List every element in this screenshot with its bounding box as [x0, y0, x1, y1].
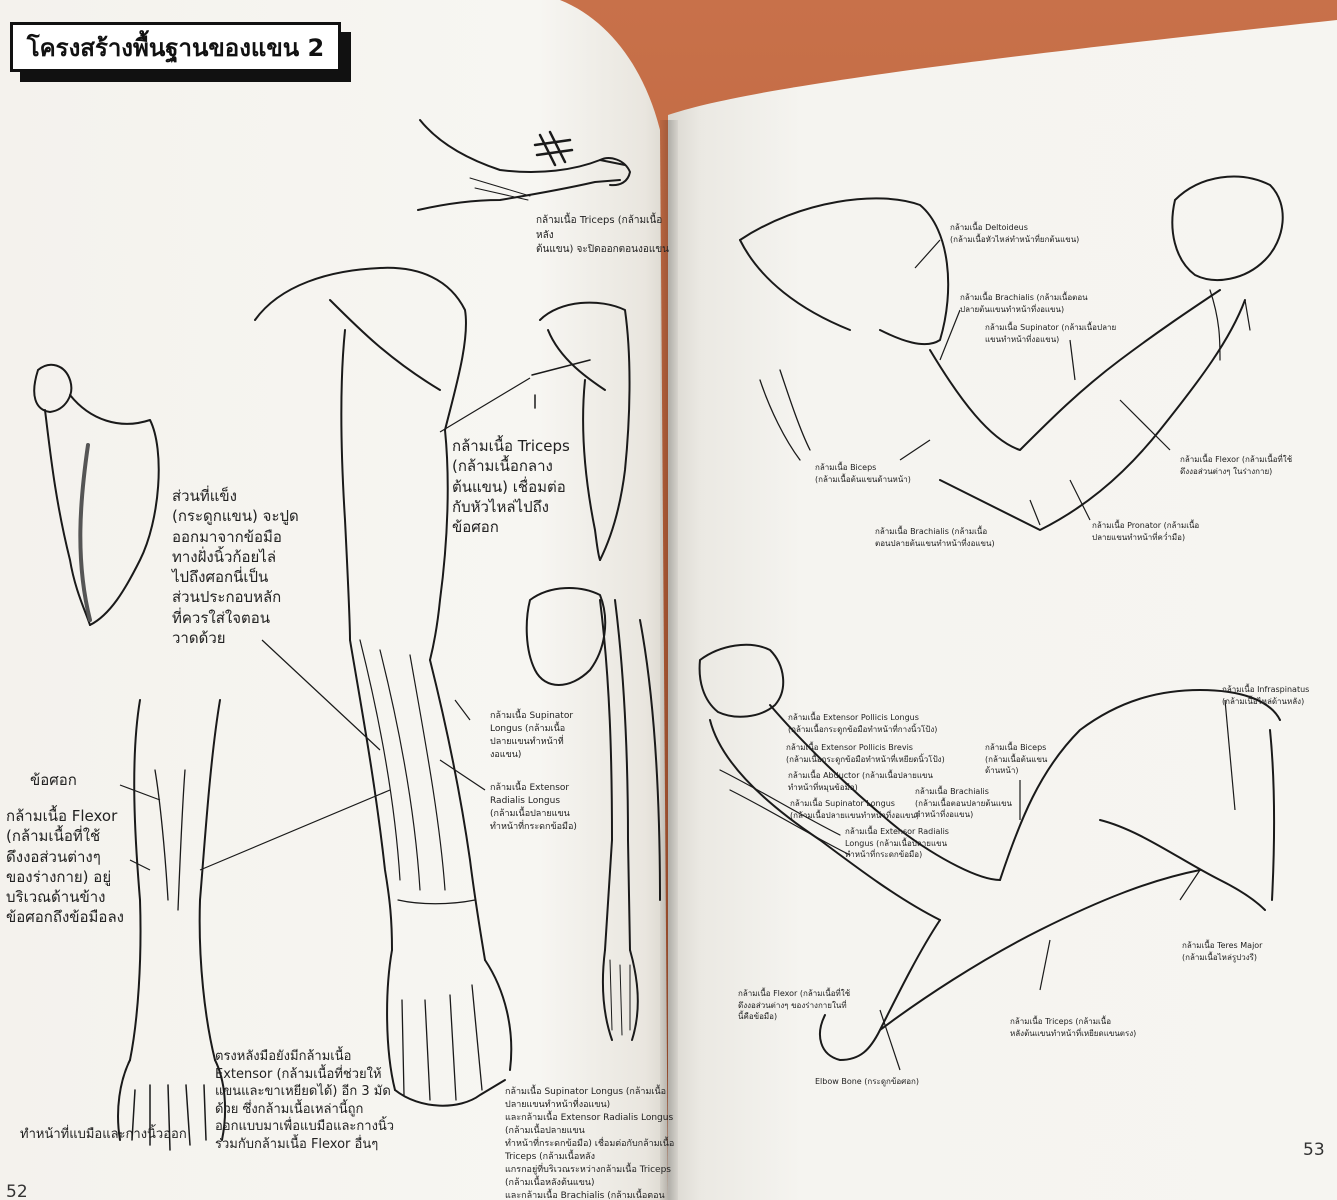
label-brachialis-bottom: กล้ามเนื้อ Brachialis (กล้ามเนื้อ ตอนปลา…	[875, 527, 995, 548]
label-open-hand: ทำหน้าที่แบมือและกางนิ้วออก	[20, 1127, 187, 1142]
lower-forearm-drawing	[117, 699, 227, 1151]
label-elbow-bone: Elbow Bone (กระดูกข้อศอก)	[815, 1077, 919, 1086]
chapter-title: โครงสร้างพื้นฐานของแขน 2	[26, 33, 325, 62]
label-flexor-left: กล้ามเนื้อ Flexor (กล้ามเนื้อที่ใช้ ดึงง…	[6, 807, 124, 927]
label-triceps-top: กล้ามเนื้อ Triceps (กล้ามเนื้อหลัง ต้นแข…	[536, 215, 670, 255]
label-elbow: ข้อศอก	[30, 771, 77, 789]
book-spine	[660, 120, 678, 1200]
right-top-flexed-arm-drawing	[739, 175, 1284, 531]
label-brachialis-mid: กล้ามเนื้อ Brachialis (กล้ามเนื้อตอนปลาย…	[915, 787, 1013, 820]
label-triceps-right: กล้ามเนื้อ Triceps (กล้ามเนื้อ หลังต้นแข…	[1010, 1017, 1137, 1038]
small-arm-sketch	[417, 119, 631, 211]
skeleton-arm-drawing	[525, 587, 661, 1041]
page-number-right: 53	[1303, 1140, 1325, 1160]
label-teres-major: กล้ามเนื้อ Teres Major (กล้ามเนื้อไหล่รู…	[1182, 941, 1263, 962]
label-ext-pollicis-brevis: กล้ามเนื้อ Extensor Pollicis Brevis (กล้…	[786, 743, 945, 764]
label-extensor-radialis-left: กล้ามเนื้อ Extensor Radialis Longus (กล้…	[490, 783, 577, 833]
label-triceps-mid: กล้ามเนื้อ Triceps (กล้ามเนื้อกลาง ต้นแข…	[452, 437, 570, 536]
label-ext-pollicis-longus: กล้ามเนื้อ Extensor Pollicis Longus (กล้…	[788, 713, 938, 734]
central-arm-drawing	[254, 266, 513, 1107]
chapter-title-box: โครงสร้างพื้นฐานของแขน 2	[10, 22, 341, 72]
label-flexor-top: กล้ามเนื้อ Flexor (กล้ามเนื้อที่ใช้ ดึงง…	[1180, 455, 1293, 476]
label-biceps-top: กล้ามเนื้อ Biceps (กล้ามเนื้อต้นแขนด้านห…	[815, 463, 911, 484]
label-bottom-note: กล้ามเนื้อ Supinator Longus (กล้ามเนื้อป…	[505, 1087, 675, 1200]
label-deltoideus: กล้ามเนื้อ Deltoideus (กล้ามเนื้อหัวไหล่…	[950, 223, 1080, 244]
label-supinator-longus-right: กล้ามเนื้อ Supinator Longus (กล้ามเนื้อป…	[790, 799, 920, 820]
label-supinator-left: กล้ามเนื้อ Supinator Longus (กล้ามเนื้อ …	[490, 711, 574, 761]
label-flexor-bottom: กล้ามเนื้อ Flexor (กล้ามเนื้อที่ใช้ ดึงง…	[738, 989, 851, 1022]
label-biceps-bottom: กล้ามเนื้อ Biceps (กล้ามเนื้อต้นแขน ด้าน…	[985, 743, 1048, 776]
right-bottom-arm-drawing	[698, 643, 1281, 1061]
raised-fist-arm-drawing	[33, 363, 160, 626]
triceps-insert-drawing	[531, 301, 631, 561]
label-ext-radialis-right: กล้ามเนื้อ Extensor Radialis Longus (กล้…	[845, 827, 949, 860]
label-pronator: กล้ามเนื้อ Pronator (กล้ามเนื้อ ปลายแขนท…	[1092, 521, 1200, 542]
label-brachialis-top: กล้ามเนื้อ Brachialis (กล้ามเนื้อตอน ปลา…	[960, 293, 1088, 314]
right-page	[668, 0, 1337, 1200]
left-page	[0, 0, 672, 1200]
label-extensor-back: ตรงหลังมือยังมีกล้ามเนื้อ Extensor (กล้า…	[215, 1049, 395, 1152]
label-abductor: กล้ามเนื้อ Abductor (กล้ามเนื้อปลายแขน ท…	[788, 771, 933, 792]
label-hard-part: ส่วนที่แข็ง (กระดูกแขน) จะปูด ออกมาจากข้…	[172, 487, 299, 647]
page-number-left: 52	[6, 1182, 28, 1200]
label-supinator-right: กล้ามเนื้อ Supinator (กล้ามเนื้อปลาย แขน…	[985, 323, 1117, 344]
label-infraspinatus: กล้ามเนื้อ Infraspinatus (กล้ามเนื้อไหล่…	[1222, 685, 1310, 706]
